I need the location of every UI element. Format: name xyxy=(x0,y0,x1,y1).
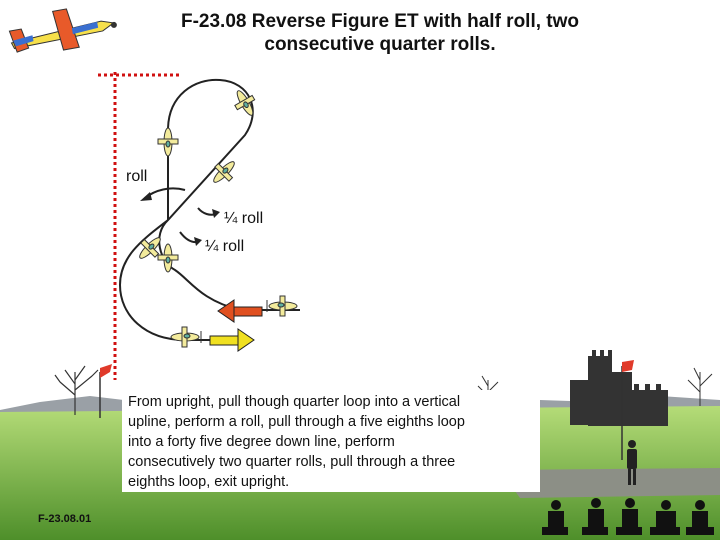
airplane-icon xyxy=(234,90,256,116)
quarter-roll-arrowhead xyxy=(212,209,220,218)
description-line: consecutively two quarter rolls, pull th… xyxy=(128,454,456,470)
judges-row xyxy=(542,498,714,535)
roll-arrowhead xyxy=(140,192,152,201)
judge-icon xyxy=(582,498,608,535)
airplane-icon xyxy=(8,8,117,53)
title-line-2: consecutive quarter rolls. xyxy=(264,34,496,55)
description-line: into a forty five degree down line, perf… xyxy=(128,434,395,450)
description-line: upline, perform a roll, pull through a f… xyxy=(128,414,465,430)
airplane-icon xyxy=(157,243,179,273)
page-title: F-23.08 Reverse Figure ET with half roll… xyxy=(110,10,650,56)
airplane-icon xyxy=(157,127,179,157)
castle-icon xyxy=(570,350,668,426)
entry-arrow xyxy=(217,299,263,323)
tree-icon xyxy=(54,365,99,415)
judge-icon xyxy=(616,498,642,535)
quarter-roll-arrowhead xyxy=(194,237,202,246)
figure-description: From upright, pull though quarter loop i… xyxy=(122,390,540,492)
roll-label: roll xyxy=(126,168,148,185)
judge-icon xyxy=(650,500,680,535)
flag-icon xyxy=(99,364,112,418)
tree-icon xyxy=(687,367,713,406)
airplane-icon xyxy=(266,295,298,317)
airplane-icon xyxy=(139,237,161,259)
judge-icon xyxy=(686,500,714,535)
reference-lines xyxy=(98,72,180,380)
figure-code: F-23.08.01 xyxy=(38,513,92,525)
description-line: From upright, pull though quarter loop i… xyxy=(128,394,461,410)
description-line: eighths loop, exit upright. xyxy=(128,474,290,490)
airplane-icon xyxy=(170,326,202,348)
judge-icon xyxy=(627,440,637,485)
judge-icon xyxy=(542,500,568,535)
exit-arrow xyxy=(209,328,255,352)
airplane-icon xyxy=(213,161,235,183)
title-line-1: F-23.08 Reverse Figure ET with half roll… xyxy=(180,11,580,32)
quarter-roll-label-1: ¼ roll xyxy=(224,210,264,227)
flag-icon xyxy=(621,360,634,460)
flight-path xyxy=(118,78,300,341)
quarter-roll-label-2: ¼ roll xyxy=(205,238,245,255)
runway xyxy=(500,468,720,498)
